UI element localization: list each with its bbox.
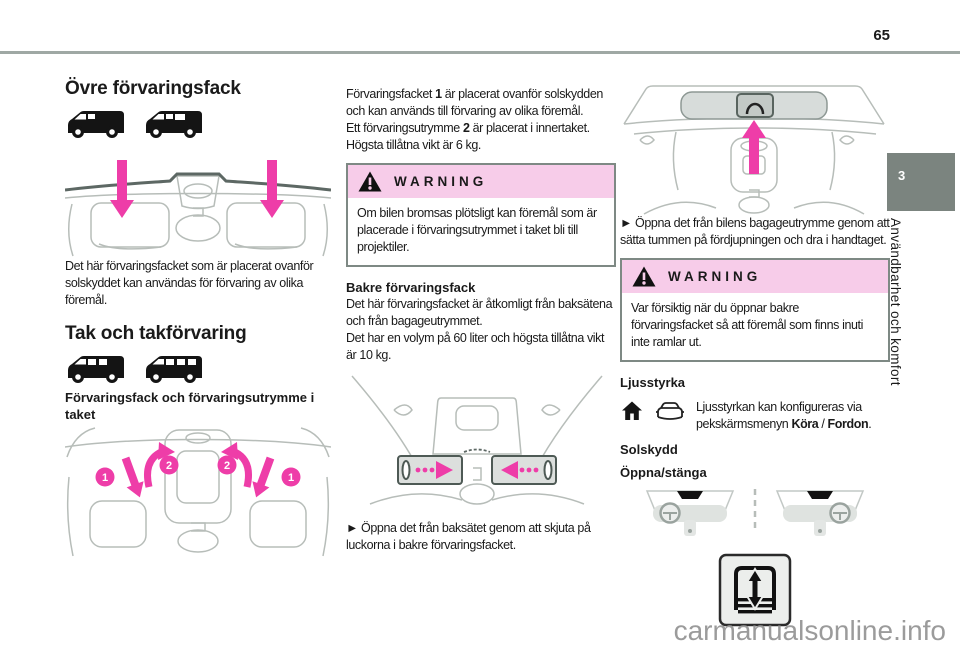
- callout-ref-2: 2: [462, 121, 470, 135]
- text-segment: .: [868, 417, 872, 431]
- home-icon: [622, 401, 642, 420]
- right-hand-drive-view: [775, 490, 865, 536]
- paragraph: Det här förvaringsfacket är åtkomligt fr…: [346, 297, 613, 328]
- callout-markers: 1 2 2 1: [95, 455, 301, 487]
- chapter-title: Användbarhet och komfort: [888, 218, 903, 386]
- arrow-up-icon: [742, 120, 766, 174]
- window-van-icon: [68, 356, 124, 383]
- column-middle: Förvaringsfacket 1 är placerat ovanför s…: [346, 86, 616, 554]
- subheading-open-close: Öppna/stänga: [620, 465, 707, 480]
- instruction-step: ► Öppna det från bilens bagageutrymme ge…: [620, 216, 890, 247]
- warning-header: WARNING: [622, 260, 888, 293]
- text-segment: /: [818, 417, 828, 431]
- panel-van-icon: [68, 111, 124, 138]
- text-segment: Ett förvaringsutrymme: [346, 121, 463, 135]
- callout-2: 2: [224, 460, 230, 472]
- header-divider: [0, 51, 960, 54]
- window-van-icon: [146, 111, 202, 138]
- overhead-storage-illustration: [65, 160, 331, 257]
- paragraph: Högsta tillåtna vikt är 6 kg.: [346, 138, 481, 152]
- section-heading-upper-storage: Övre förvaringsfack: [65, 78, 241, 99]
- arrow-down-icon: [260, 160, 284, 218]
- paragraph: Ett förvaringsutrymme 2 är placerat i in…: [346, 120, 616, 137]
- callout-ref-1: 1: [435, 87, 442, 101]
- subheading-roof-compartments: Förvaringsfack och förvaringsutrymme i t…: [65, 390, 315, 422]
- warning-header: WARNING: [348, 165, 614, 198]
- text-segment: Förvaringsfacket: [346, 87, 436, 101]
- curved-arrow-icon: [158, 442, 175, 460]
- paragraph: Det här förvaringsfacket som är placerat…: [65, 259, 314, 307]
- callout-1: 1: [102, 472, 108, 484]
- rear-storage-illustration: [351, 375, 603, 505]
- paragraph: Ljusstyrkan kan konfigureras via pekskär…: [696, 399, 890, 433]
- page-number: 65: [873, 27, 890, 44]
- warning-triangle-icon: [358, 171, 382, 192]
- arrow-down-icon: [110, 160, 134, 218]
- subheading-brightness: Ljusstyrka: [620, 375, 686, 390]
- vehicle-icon: [656, 402, 684, 420]
- tailgate-storage-illustration: [623, 85, 885, 215]
- chapter-tab: 3: [887, 153, 955, 211]
- warning-text: Om bilen bromsas plötsligt kan föremål s…: [357, 206, 597, 254]
- text-segment: Ljusstyrkan kan konfigureras via pekskär…: [696, 400, 862, 431]
- arrow-down-icon: [252, 456, 275, 498]
- roof-storage-illustration: 1 2 2 1: [65, 427, 331, 557]
- warning-box: WARNING Om bilen bromsas plötsligt kan f…: [346, 163, 616, 267]
- warning-triangle-icon: [632, 266, 656, 287]
- curved-arrow-icon: [221, 442, 238, 460]
- paragraph: Det har en volym på 60 liter och högsta …: [346, 331, 605, 362]
- chapter-number: 3: [898, 168, 906, 183]
- slide-arrow-right-icon: [415, 461, 453, 479]
- column-left: Övre förvaringsfack: [65, 78, 333, 558]
- instruction-step: ► Öppna det från baksätet genom att skju…: [346, 521, 591, 552]
- column-right: ► Öppna det från bilens bagageutrymme ge…: [620, 82, 890, 627]
- warning-title: WARNING: [394, 174, 488, 189]
- text-segment: är placerat ovanför solskydden och kan a…: [346, 87, 603, 118]
- menu-name: Köra: [791, 417, 819, 431]
- window-van-icon: [146, 356, 202, 383]
- brightness-feature: Ljusstyrkan kan konfigureras via pekskär…: [620, 399, 890, 433]
- subheading-rear-storage: Bakre förvaringsfack: [346, 280, 476, 295]
- warning-text: Var försiktig när du öppnar bakre förvar…: [631, 301, 863, 349]
- menu-name: Fordon: [827, 417, 869, 431]
- watermark: carmanualsonline.info: [673, 615, 946, 646]
- left-hand-drive-view: [645, 490, 735, 536]
- callout-2: 2: [166, 460, 172, 472]
- callout-1: 1: [288, 472, 294, 484]
- warning-title: WARNING: [668, 269, 762, 284]
- slide-arrow-left-icon: [501, 461, 539, 479]
- section-heading-roof-storage: Tak och takförvaring: [65, 323, 247, 344]
- subheading-sunblind: Solskydd: [620, 442, 678, 457]
- vehicle-variant-icons: [65, 108, 333, 140]
- paragraph: Förvaringsfacket 1 är placerat ovanför s…: [346, 86, 616, 120]
- warning-box: WARNING Var försiktig när du öppnar bakr…: [620, 258, 890, 362]
- vehicle-variant-icons: [65, 353, 333, 385]
- sunblind-button-icon: [718, 553, 792, 627]
- sunblind-positions-illustration: [645, 489, 865, 536]
- arrow-down-icon: [121, 456, 144, 498]
- text-segment: är placerat i innertaket.: [469, 121, 591, 135]
